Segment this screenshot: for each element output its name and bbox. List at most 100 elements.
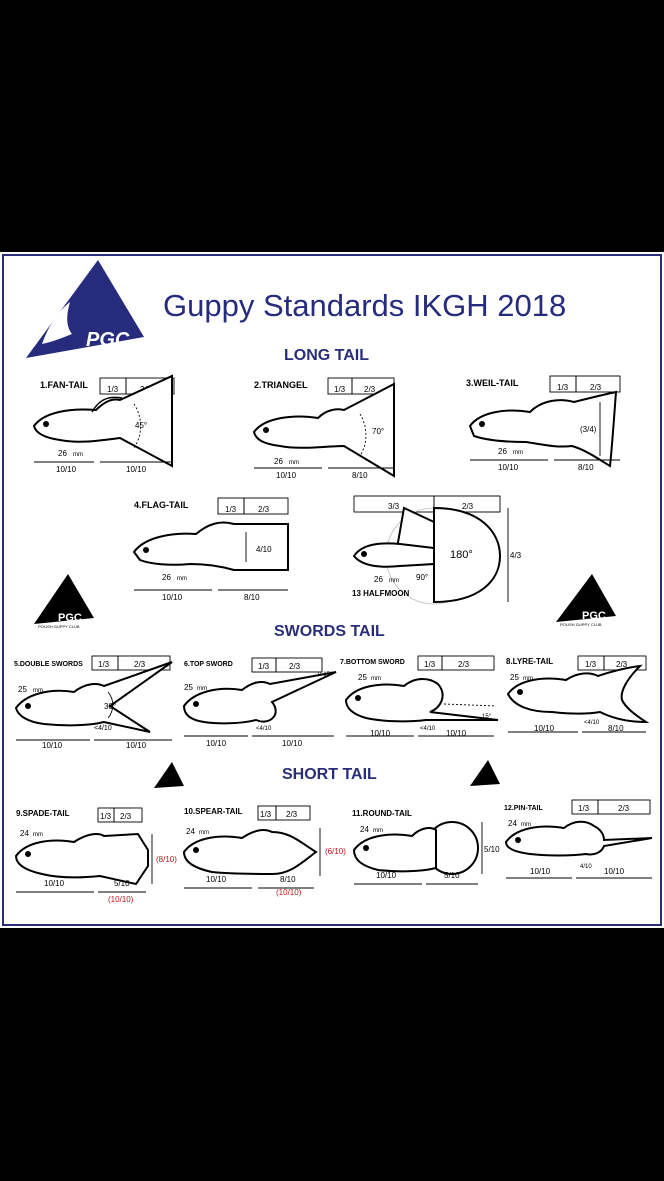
top-sword-a: 1/3 [258,662,270,671]
spear-tail-label: 10.SPEAR-TAIL [184,807,243,816]
bottom-sword-unit: mm [371,676,381,682]
round-tail-body: 10/10 [376,871,397,880]
pgc-logo-small-left: PGC POLISH GUPPY CLUB [34,574,94,629]
triangel-body: 10/10 [276,471,297,480]
section-long-tail: LONG TAIL [284,347,369,364]
pin-tail-label: 12.PIN-TAIL [504,805,543,812]
spade-tail-b: 2/3 [120,812,132,821]
triangel-tail: 8/10 [352,471,368,480]
spear-tail-body: 10/10 [206,875,227,884]
pgc-logo-tiny-right [470,760,500,786]
flag-tail-height: 4/10 [256,545,272,554]
fan-tail-angle: 45° [135,421,147,430]
fish-spear-tail: 10.SPEAR-TAIL 1/3 2/3 (6/10) 24 mm 10/10… [182,805,346,897]
bottom-sword-b: 2/3 [458,660,470,669]
weil-tail-tail: 8/10 [578,463,594,472]
double-swords-b: 2/3 [134,660,146,669]
halfmoon-height: 4/3 [510,551,522,560]
fish-fan-tail: 1.FAN-TAIL 1/3 2/3 45° 26 mm 10/10 10/10 [32,374,175,474]
fish-halfmoon: 3/3 2/3 4/3 180° 90° 26 mm 13 HALFMOON [352,495,522,605]
triangel-len: 26 [274,457,283,466]
pin-tail-unit: mm [521,822,531,828]
halfmoon-small-angle: 90° [416,573,428,582]
triangel-angle: 70° [372,427,384,436]
spade-tail-tail: 5/10 [114,879,130,888]
lyre-tail-unit: mm [523,676,533,682]
section-short-tail: SHORT TAIL [282,766,377,783]
svg-text:PGC: PGC [582,610,606,622]
round-tail-unit: mm [373,828,383,834]
fish-weil-tail: 3.WEIL-TAIL 1/3 2/3 (3/4) 26 mm 10/10 8/… [466,375,621,472]
spade-tail-height: (8/10) [156,855,177,864]
bottom-sword-label: 7.BOTTOM SWORD [340,659,405,666]
lyre-tail-len: 25 [510,673,519,682]
flag-tail-unit: mm [177,576,187,582]
top-sword-body: 10/10 [206,739,227,748]
fan-tail-tail: 10/10 [126,465,147,474]
double-swords-tail: 10/10 [126,741,147,750]
spear-tail-len: 24 [186,827,195,836]
fish-double-swords: 5.DOUBLE SWORDS 1/3 2/3 30° <4/10 25 mm … [14,655,173,750]
bottom-sword-len: 25 [358,673,367,682]
double-swords-label: 5.DOUBLE SWORDS [14,661,83,668]
spade-tail-len: 24 [20,829,29,838]
halfmoon-len: 26 [374,575,383,584]
bottom-sword-angle: 15° [482,714,492,720]
spade-tail-tail-alt: (10/10) [108,895,134,904]
double-swords-angle: 30° [104,702,116,711]
round-tail-tail: 5/10 [444,871,460,880]
svg-text:POLISH GUPPY CLUB: POLISH GUPPY CLUB [38,624,80,629]
weil-tail-body: 10/10 [498,463,519,472]
fan-tail-label: 1.FAN-TAIL [40,380,88,390]
spade-tail-label: 9.SPADE-TAIL [16,809,70,818]
lyre-tail-tail: 8/10 [608,724,624,733]
standards-chart: PGC POLISH GUPPY CLUB Guppy Standards IK… [0,252,664,928]
top-sword-angle: 0-15° [318,672,333,678]
double-swords-body: 10/10 [42,741,63,750]
double-swords-unit: mm [33,688,43,694]
spear-tail-height: (6/10) [325,847,346,856]
fan-tail-unit: mm [73,452,83,458]
fish-flag-tail: 4.FLAG-TAIL 1/3 2/3 4/10 26 mm 10/10 8/1… [132,497,289,602]
pgc-logo-tiny-left [154,762,184,788]
bottom-sword-body: 10/10 [370,729,391,738]
fish-triangel: 2.TRIANGEL 1/3 2/3 70° 26 mm 10/10 8/10 [252,377,395,480]
weil-tail-height: (3/4) [580,425,597,434]
page-title: Guppy Standards IKGH 2018 [163,288,566,323]
spear-tail-a: 1/3 [260,810,272,819]
bottom-sword-a: 1/3 [424,660,436,669]
flag-tail-b: 2/3 [258,505,270,514]
double-swords-a: 1/3 [98,660,110,669]
double-swords-len: 25 [18,685,27,694]
top-sword-tail: 10/10 [282,739,303,748]
top-sword-unit: mm [197,686,207,692]
fish-top-sword: 6.TOP SWORD 1/3 2/3 0-15° <4/10 25 mm 10… [182,657,337,748]
pin-tail-b: 2/3 [618,804,630,813]
pin-tail-body: 10/10 [530,867,551,876]
triangel-label: 2.TRIANGEL [254,380,308,390]
weil-tail-len: 26 [498,447,507,456]
diagram-canvas: PGC POLISH GUPPY CLUB Guppy Standards IK… [14,260,653,904]
pin-tail-tail: 10/10 [604,867,625,876]
top-sword-gap: <4/10 [256,726,272,732]
halfmoon-b: 2/3 [462,502,474,511]
top-sword-label: 6.TOP SWORD [184,661,233,668]
halfmoon-angle: 180° [450,549,473,561]
weil-tail-a: 1/3 [557,383,569,392]
logo-text: PGC [86,329,130,351]
lyre-tail-a: 1/3 [585,660,597,669]
halfmoon-label: 13 HALFMOON [352,589,410,598]
spear-tail-b: 2/3 [286,810,298,819]
fish-spade-tail: 9.SPADE-TAIL 1/3 2/3 (8/10) 24 mm 10/10 … [14,807,177,904]
weil-tail-label: 3.WEIL-TAIL [466,378,519,388]
round-tail-label: 11.ROUND-TAIL [352,809,412,818]
flag-tail-label: 4.FLAG-TAIL [134,500,189,510]
lyre-tail-b: 2/3 [616,660,628,669]
spear-tail-tail-alt: (10/10) [276,888,302,897]
logo-subtext: POLISH GUPPY CLUB [66,353,123,359]
pgc-logo-small-right: PGC POLISH GUPPY CLUB [556,574,616,627]
halfmoon-unit: mm [389,578,399,584]
bottom-sword-tail: 10/10 [446,729,467,738]
svg-text:PGC: PGC [58,612,82,624]
fish-lyre-tail: 8.LYRE-TAIL 1/3 2/3 <4/10 25 mm 10/10 8/… [506,655,650,733]
